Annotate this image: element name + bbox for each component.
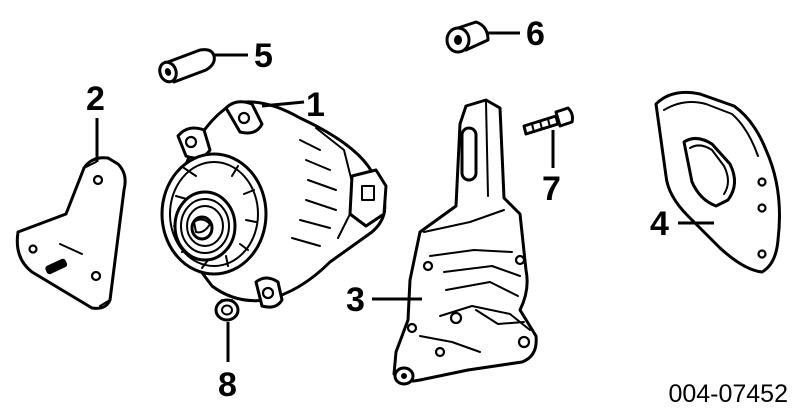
part-7-bolt	[522, 106, 574, 136]
leader-lines	[95, 31, 714, 362]
part-6-spacer	[445, 20, 490, 54]
diagram-reference-number: 004-07452	[668, 380, 788, 408]
callout-6: 6	[526, 15, 545, 53]
callout-2: 2	[86, 80, 105, 118]
part-2-bracket	[15, 156, 127, 310]
leader-1	[261, 100, 305, 108]
part-8-nut	[214, 298, 240, 322]
part-5-sleeve	[158, 48, 216, 84]
callout-3: 3	[346, 281, 365, 319]
callout-8: 8	[218, 366, 237, 404]
callout-7: 7	[542, 170, 561, 208]
callout-labels: 1 2 3 4 5 6 7 8	[86, 15, 669, 404]
part-4-cover-plate	[654, 90, 781, 274]
callout-4: 4	[650, 205, 669, 243]
callout-5: 5	[254, 37, 273, 75]
part-1-alternator	[160, 100, 388, 309]
part-3-mount-bracket	[392, 98, 538, 386]
callout-1: 1	[306, 86, 325, 124]
